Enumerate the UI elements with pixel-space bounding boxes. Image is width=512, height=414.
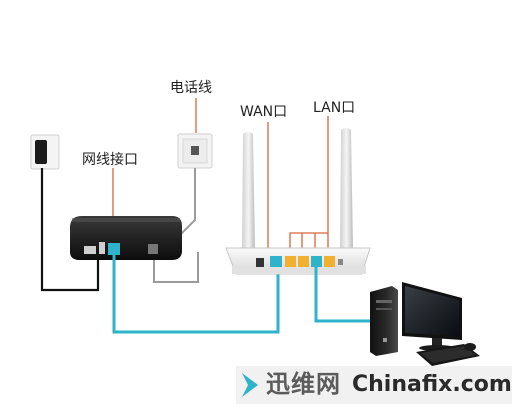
- watermark: 迅维网 Chinafix.com: [236, 366, 512, 404]
- lan-pointer: [289, 116, 329, 256]
- watermark-en-name: Chinafix.com: [352, 372, 512, 397]
- mouse: [464, 343, 476, 351]
- router-antennas: [242, 128, 353, 248]
- wall-socket-network: [30, 134, 60, 170]
- ethernet-cable-lan: [314, 267, 370, 323]
- modem: [70, 216, 182, 260]
- phone-line-label: 电话线: [170, 80, 212, 96]
- router-lan-port-3: [311, 256, 322, 267]
- monitor: [402, 282, 462, 351]
- wan-port-label: WAN口: [240, 104, 288, 120]
- wall-socket-phone: [177, 133, 213, 169]
- router-lan-port-2: [298, 256, 309, 267]
- chinafix-logo: [242, 373, 258, 397]
- watermark-cn-name: 迅维网: [266, 370, 341, 398]
- router-wan-port: [270, 256, 282, 267]
- router-lan-port-4: [324, 256, 335, 267]
- router-lan-port-1: [285, 256, 296, 267]
- router: [225, 247, 371, 275]
- lan-port-label: LAN口: [313, 100, 356, 116]
- black-cable: [40, 168, 100, 292]
- modem-ethernet-plug: [108, 243, 120, 255]
- ethernet-cable-wan: [112, 255, 280, 334]
- network-port-label: 网线接口: [82, 152, 138, 168]
- pc-tower: [370, 286, 398, 356]
- keyboard: [416, 344, 480, 366]
